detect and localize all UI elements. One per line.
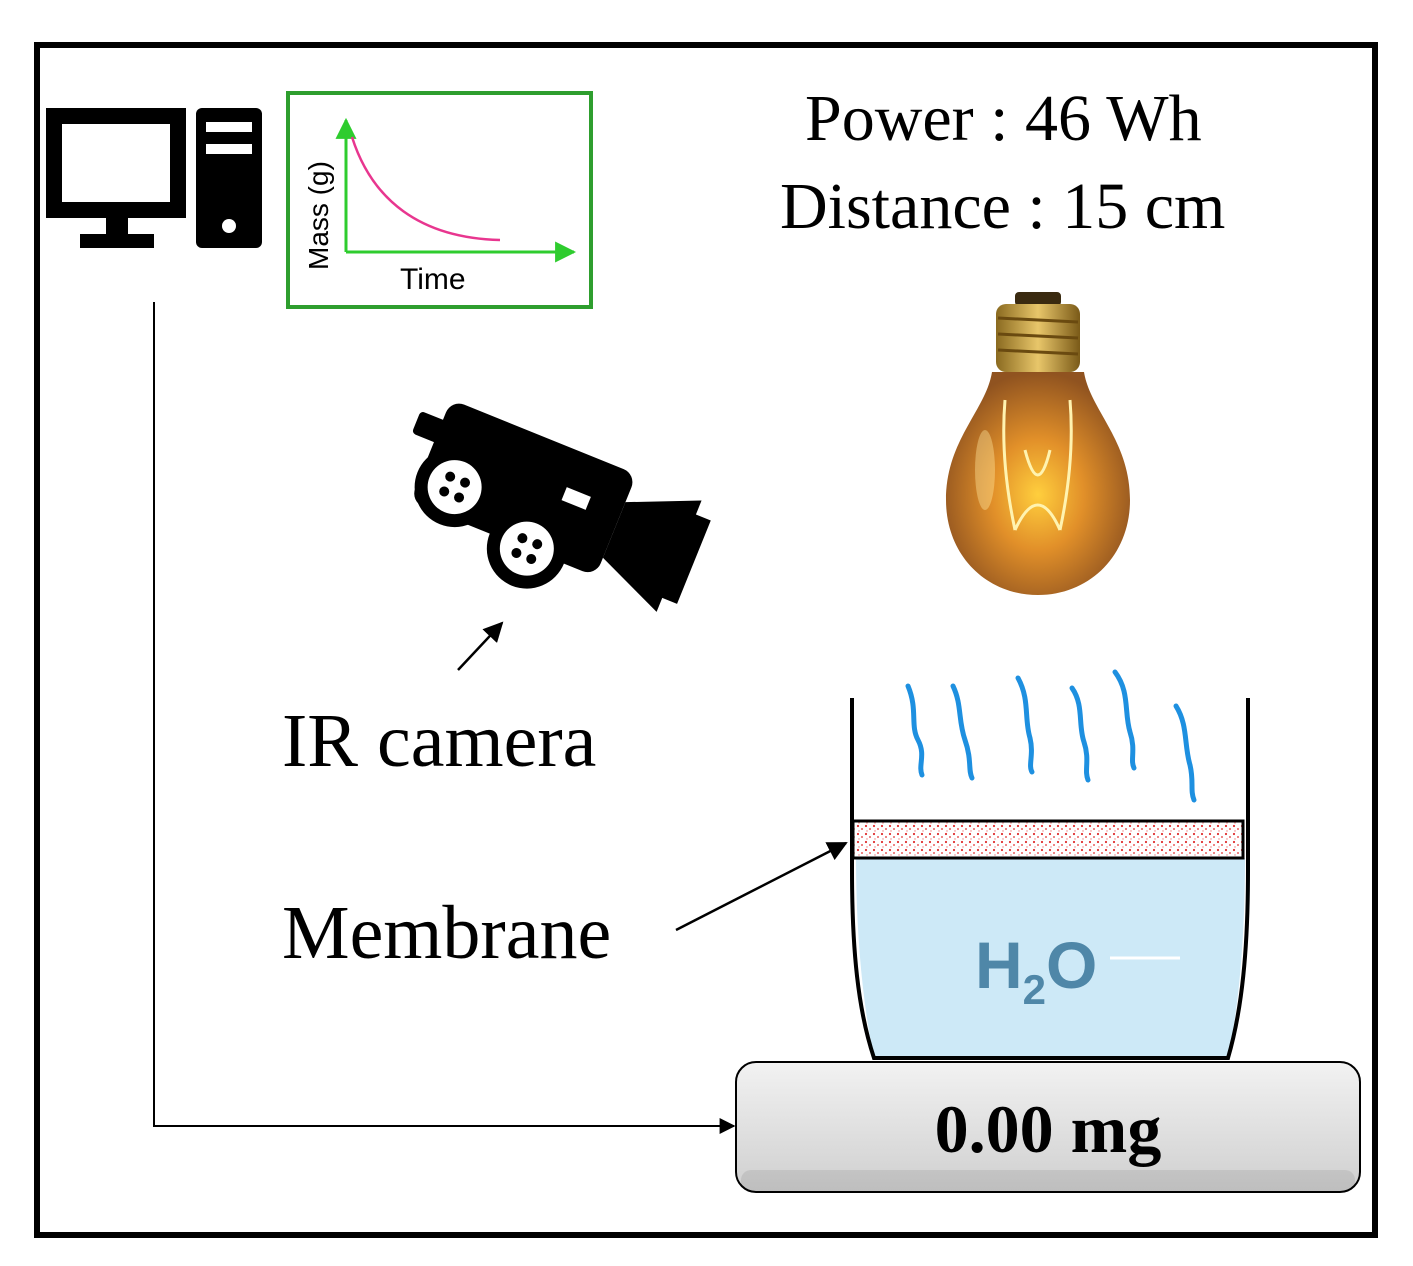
computer-monitor-icon bbox=[46, 108, 186, 248]
power-label: Power : 46 Wh bbox=[805, 82, 1202, 155]
membrane-label: Membrane bbox=[282, 891, 611, 975]
video-camera-icon bbox=[412, 403, 711, 612]
ir-camera-label: IR camera bbox=[282, 699, 596, 783]
balance-scale: 0.00 mg bbox=[735, 1061, 1361, 1193]
ir-camera-arrow bbox=[457, 621, 504, 671]
water-body bbox=[856, 858, 1245, 1058]
balance-reading: 0.00 mg bbox=[935, 1091, 1162, 1167]
data-cable-line bbox=[153, 302, 736, 1134]
membrane-layer bbox=[851, 819, 1245, 860]
water-label: H2O bbox=[975, 928, 1097, 1013]
membrane-arrow bbox=[675, 841, 848, 932]
beaker: H2O bbox=[850, 698, 1250, 1060]
chart-xlabel: Time bbox=[400, 263, 466, 296]
vapor-lines bbox=[905, 669, 1197, 803]
computer-tower-icon bbox=[196, 108, 262, 248]
mass-time-chart: Mass (g) Time bbox=[286, 91, 593, 309]
chart-ylabel: Mass (g) bbox=[303, 161, 334, 270]
distance-label: Distance : 15 cm bbox=[780, 170, 1225, 243]
light-bulb-icon bbox=[946, 292, 1130, 595]
